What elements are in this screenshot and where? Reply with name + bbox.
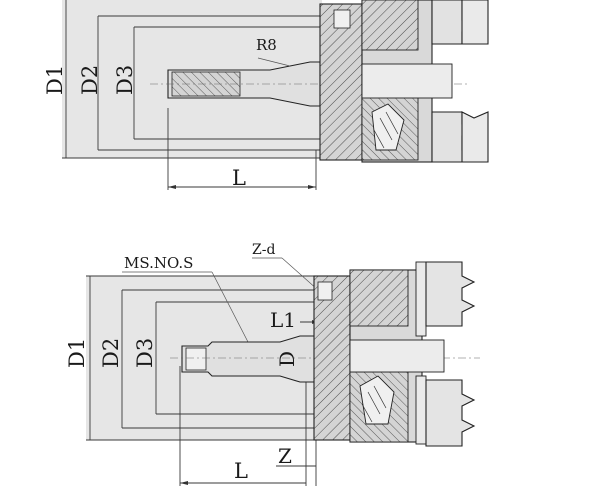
top-label-d2: D2 — [78, 65, 102, 95]
bottom-label-ms: MS.NO.S — [124, 254, 193, 272]
bottom-dimensions — [86, 257, 322, 486]
bottom-label-l: L — [234, 459, 248, 483]
top-label-d1: D1 — [43, 65, 67, 95]
bottom-label-d: D — [275, 351, 299, 367]
bottom-label-l1: L1 — [270, 308, 296, 332]
bottom-chuck — [313, 261, 476, 447]
bottom-label-d3: D3 — [133, 338, 157, 368]
top-chuck — [319, 0, 489, 163]
top-label-l: L — [232, 166, 246, 190]
bottom-label-zd: Z-d — [252, 242, 275, 258]
top-label-d3: D3 — [113, 65, 137, 95]
bottom-label-d1: D1 — [65, 338, 89, 368]
top-drawing: D1 D2 D3 R8 L — [43, 0, 489, 190]
top-label-r8: R8 — [256, 36, 277, 54]
bottom-arbor — [170, 335, 480, 383]
bottom-label-z: Z — [278, 444, 292, 468]
bottom-drawing: D1 D2 D3 MS.NO.S Z-d L1 D Z L — [65, 242, 480, 486]
top-dimensions — [62, 0, 322, 190]
bottom-label-d2: D2 — [99, 338, 123, 368]
